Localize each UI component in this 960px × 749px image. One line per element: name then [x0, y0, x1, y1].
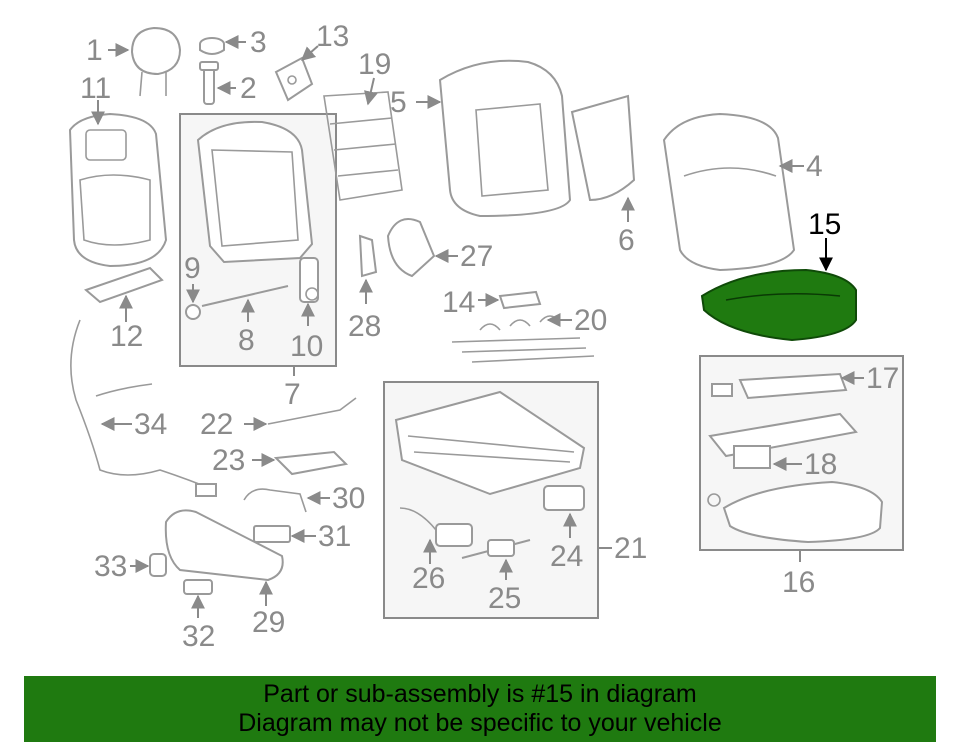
seat-parts-diagram: 1 3 2 13 11 12 7 9	[68, 20, 904, 653]
label-33: 33	[94, 550, 127, 583]
part-harness-30[interactable]	[243, 488, 307, 513]
part-side-shield[interactable]	[164, 509, 284, 582]
label-12: 12	[110, 320, 143, 353]
part-bracket-13[interactable]	[274, 56, 314, 102]
info-banner: Part or sub-assembly is #15 in diagram D…	[24, 676, 936, 742]
label-28: 28	[348, 310, 381, 343]
part-switch-31[interactable]	[253, 525, 291, 543]
label-20: 20	[574, 304, 607, 337]
part-panel-23[interactable]	[273, 450, 349, 476]
part-shaft-25[interactable]	[461, 539, 531, 559]
label-10: 10	[290, 330, 323, 363]
label-9: 9	[184, 252, 201, 285]
label-6: 6	[618, 224, 635, 257]
label-26: 26	[412, 562, 445, 595]
label-11: 11	[80, 72, 111, 105]
part-guide-sleeve[interactable]	[199, 61, 219, 105]
banner-line-1: Part or sub-assembly is #15 in diagram	[263, 680, 697, 708]
part-trim-27[interactable]	[386, 218, 436, 278]
part-knob-32[interactable]	[183, 579, 213, 595]
part-seatback-frame[interactable]	[196, 120, 314, 264]
label-16: 16	[782, 566, 815, 599]
label-22: 22	[200, 408, 233, 441]
part-motor-24[interactable]	[543, 485, 585, 511]
part-seatback-panel[interactable]	[68, 112, 168, 268]
part-nut-9[interactable]	[185, 304, 201, 320]
part-seatback-pad[interactable]	[438, 59, 572, 218]
label-2: 2	[240, 72, 257, 105]
part-back-panel-6[interactable]	[570, 94, 636, 202]
part-headrest[interactable]	[130, 26, 182, 97]
part-pad-14[interactable]	[498, 290, 542, 310]
label-25: 25	[488, 582, 521, 615]
label-1: 1	[86, 34, 103, 67]
part-cushion-16[interactable]	[707, 480, 884, 544]
part-seatback-cover[interactable]	[662, 112, 796, 272]
label-29: 29	[252, 606, 285, 639]
label-31: 31	[318, 520, 351, 553]
part-cushion-support[interactable]	[708, 412, 858, 469]
part-seat-track[interactable]	[394, 390, 586, 496]
part-motor-26[interactable]	[399, 507, 473, 547]
label-4: 4	[806, 150, 823, 183]
label-32: 32	[182, 620, 215, 653]
label-30: 30	[332, 482, 365, 515]
part-rod-8[interactable]	[201, 285, 289, 307]
label-18: 18	[804, 448, 837, 481]
label-13: 13	[316, 20, 349, 53]
label-21: 21	[614, 532, 647, 565]
part-grommet[interactable]	[199, 37, 225, 55]
label-24: 24	[550, 540, 583, 573]
label-7: 7	[284, 378, 301, 411]
label-23: 23	[212, 444, 245, 477]
label-34: 34	[134, 408, 167, 441]
label-15: 15	[808, 208, 841, 241]
part-bracket-28[interactable]	[358, 234, 378, 278]
part-motor-10[interactable]	[299, 257, 319, 303]
banner-line-2: Diagram may not be specific to your vehi…	[238, 709, 722, 737]
leader-13	[300, 45, 319, 61]
label-5: 5	[390, 86, 407, 119]
label-3: 3	[250, 26, 267, 59]
label-17: 17	[866, 362, 899, 395]
part-cushion-pad-15[interactable]	[700, 268, 857, 342]
label-27: 27	[460, 240, 493, 273]
part-heater-17[interactable]	[711, 372, 848, 400]
label-19: 19	[358, 48, 391, 81]
leader-19	[364, 77, 378, 106]
label-14: 14	[442, 286, 475, 319]
part-knob-33[interactable]	[149, 553, 167, 577]
label-8: 8	[238, 324, 255, 357]
part-wire-springs[interactable]	[451, 315, 595, 363]
part-wire-harness[interactable]	[70, 319, 217, 497]
part-trim-12[interactable]	[84, 266, 164, 304]
part-rod-22[interactable]	[267, 397, 357, 425]
